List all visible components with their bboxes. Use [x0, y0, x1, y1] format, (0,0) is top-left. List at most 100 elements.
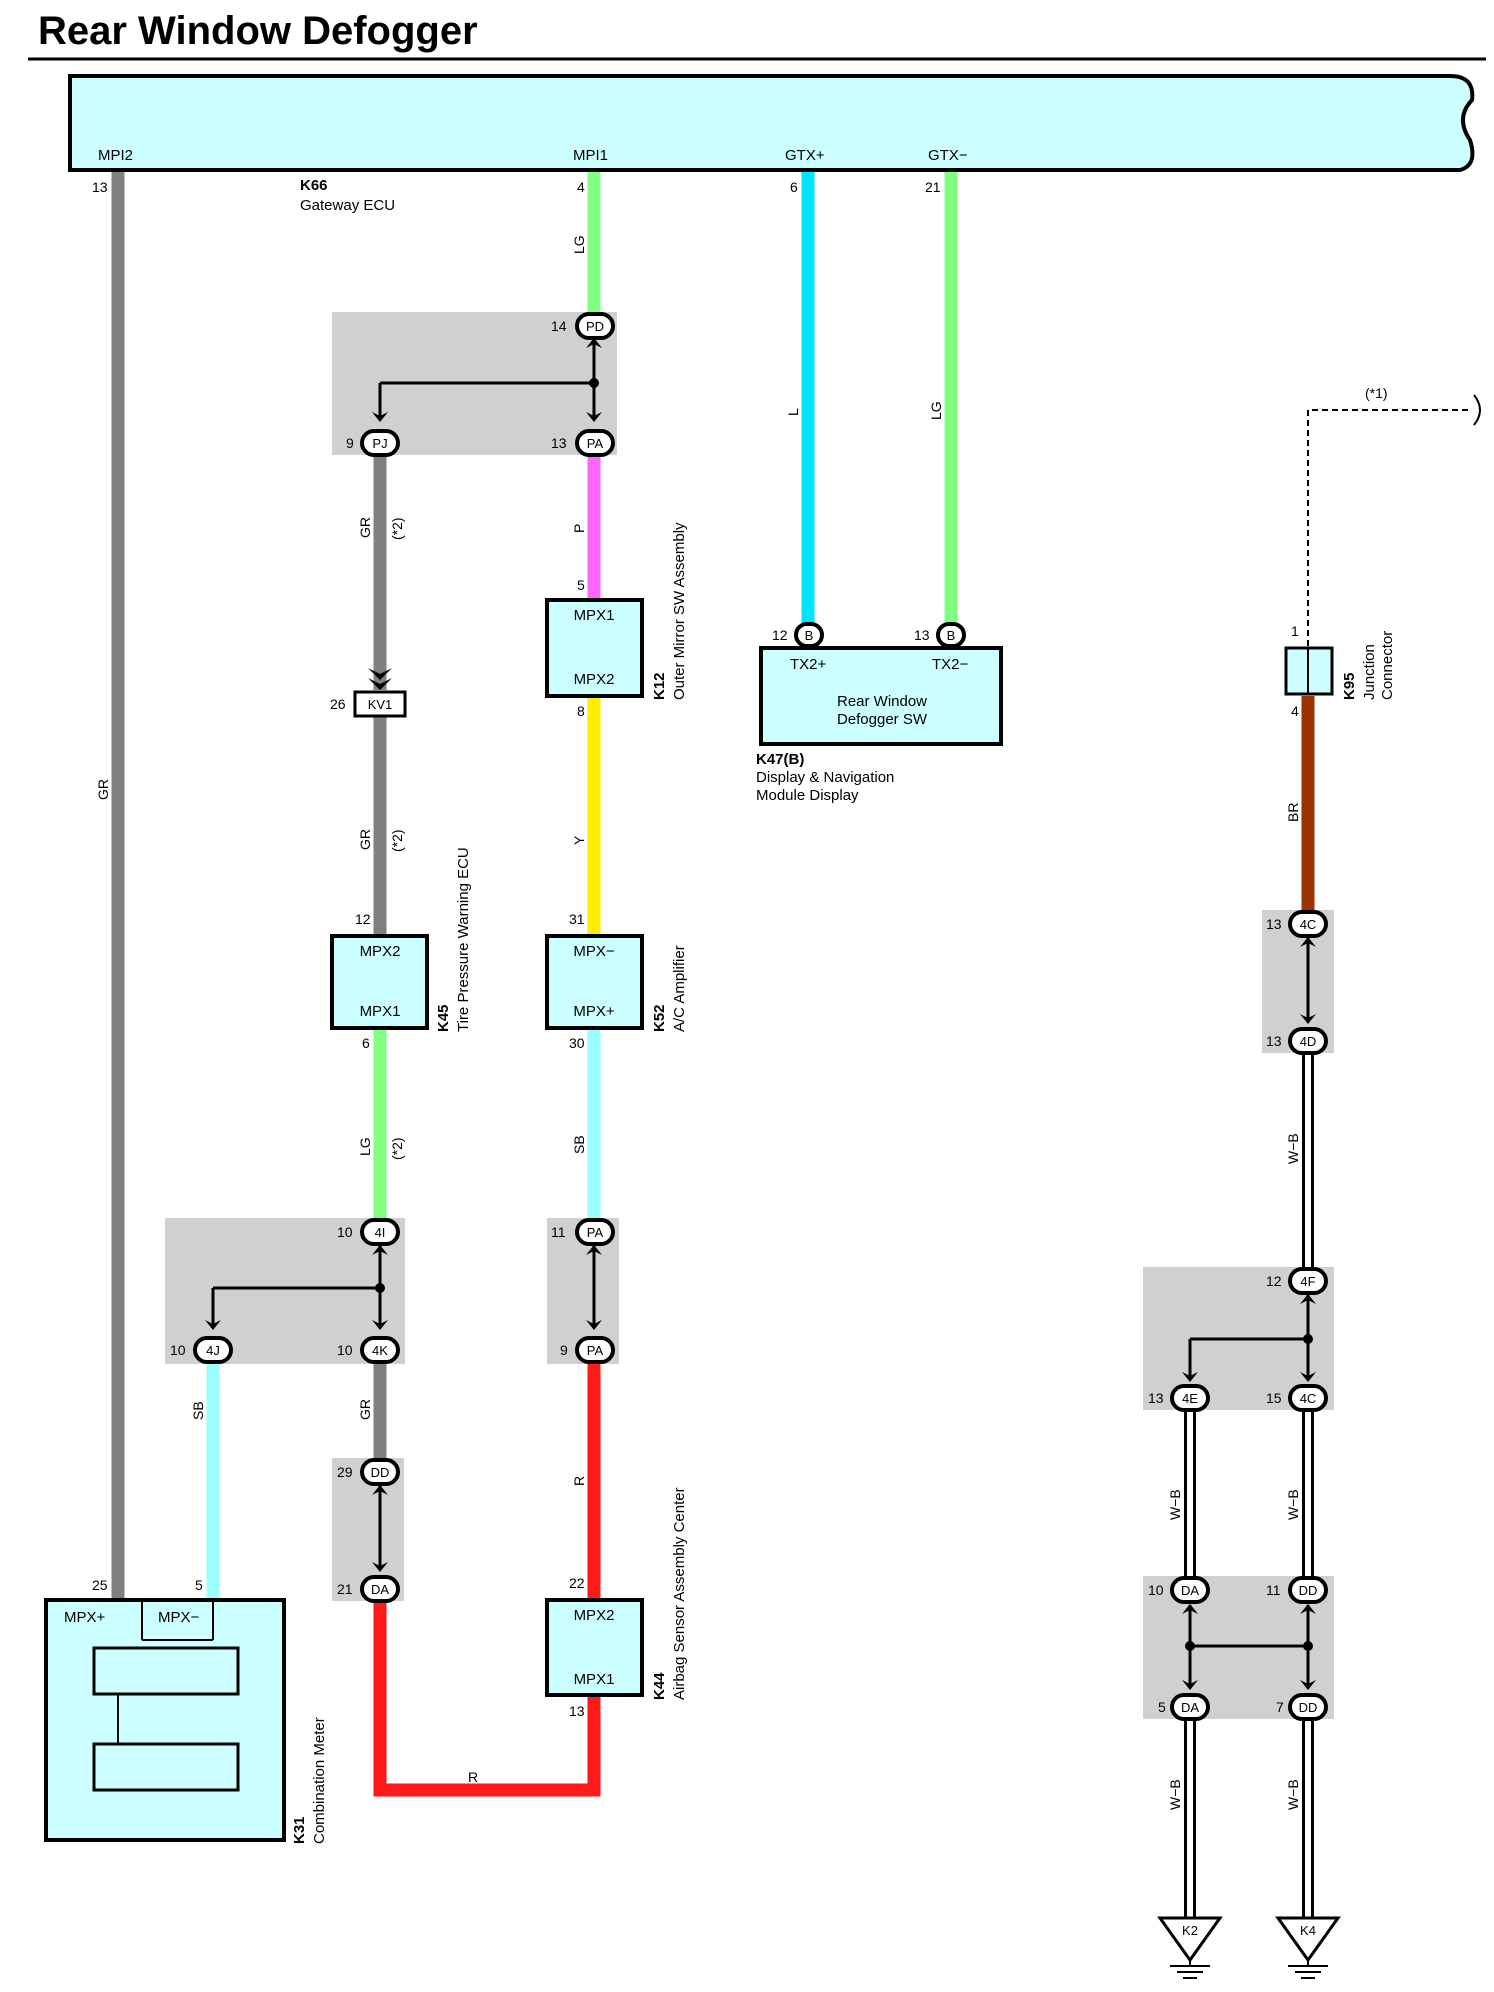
wire-wb-label-3: W−B — [1285, 1489, 1301, 1520]
svg-text:MPX2: MPX2 — [574, 1607, 615, 1624]
wire-note2-b: (*2) — [389, 829, 405, 852]
svg-text:K4: K4 — [1300, 1923, 1316, 1938]
svg-text:PJ: PJ — [372, 436, 387, 451]
k66-name: Gateway ECU — [300, 197, 395, 214]
svg-text:PA: PA — [587, 1225, 604, 1240]
connector-pa13: PA 13 — [551, 429, 615, 457]
k52-name: A/C Amplifier — [671, 945, 688, 1032]
svg-text:TX2+: TX2+ — [790, 656, 827, 673]
svg-text:13: 13 — [1266, 1033, 1282, 1049]
wire-br-label: BR — [1285, 803, 1301, 822]
svg-text:B: B — [805, 628, 814, 643]
svg-text:6: 6 — [362, 1035, 370, 1051]
wire-note2-c: (*2) — [389, 1137, 405, 1160]
gateway-ecu-box — [68, 74, 1475, 172]
svg-text:MPX1: MPX1 — [574, 607, 615, 624]
chevron-icons — [205, 338, 1316, 1690]
svg-text:12: 12 — [1266, 1273, 1282, 1289]
svg-text:4C: 4C — [1300, 1391, 1317, 1406]
wire-sb-k52-label: SB — [571, 1135, 587, 1154]
svg-text:Rear Window: Rear Window — [837, 693, 927, 710]
connector-pa11: PA 11 — [551, 1218, 615, 1246]
svg-text:DD: DD — [1299, 1700, 1318, 1715]
ground-k4: K4 — [1275, 1916, 1341, 1979]
wire-gr-4k-label: GR — [357, 1399, 373, 1420]
svg-text:MPX2: MPX2 — [360, 943, 401, 960]
svg-text:5: 5 — [1158, 1699, 1166, 1715]
k45-tire-pressure-warning-ecu: MPX2 MPX1 12 6 — [330, 911, 429, 1051]
wire-break-mark — [1473, 394, 1481, 426]
k45-code: K45 — [435, 1004, 452, 1032]
svg-text:5: 5 — [195, 1577, 203, 1593]
k12-outer-mirror-sw: MPX1 MPX2 5 8 — [545, 577, 644, 719]
svg-text:10: 10 — [337, 1224, 353, 1240]
k66-pin-gtxm-label: GTX− — [928, 147, 968, 164]
svg-text:4K: 4K — [372, 1343, 388, 1358]
svg-text:MPX1: MPX1 — [574, 1671, 615, 1688]
connector-da10: DA 10 — [1148, 1576, 1210, 1604]
wire-l-label: L — [785, 408, 801, 416]
svg-text:B: B — [947, 628, 956, 643]
svg-text:13: 13 — [1266, 916, 1282, 932]
junction-dot-4f — [1303, 1334, 1313, 1344]
svg-text:30: 30 — [569, 1035, 585, 1051]
svg-text:14: 14 — [551, 318, 567, 334]
svg-text:DD: DD — [1299, 1583, 1318, 1598]
wire-gr-main-label: GR — [95, 779, 111, 800]
connector-pa9: PA 9 — [560, 1336, 615, 1364]
svg-text:MPX+: MPX+ — [64, 1609, 106, 1626]
svg-text:12: 12 — [772, 627, 788, 643]
svg-text:PA: PA — [587, 436, 604, 451]
svg-text:MPX1: MPX1 — [360, 1003, 401, 1020]
svg-text:9: 9 — [346, 435, 354, 451]
wire-y-label: Y — [571, 835, 587, 845]
connector-4c13: 4C 13 — [1266, 910, 1328, 938]
page-title: Rear Window Defogger — [38, 9, 478, 53]
wire-dashed-note1 — [1307, 409, 1470, 646]
junction-dot-da-right — [1303, 1641, 1313, 1651]
k66-pin-21: 21 — [925, 179, 941, 195]
connector-kv1: KV1 26 — [330, 690, 407, 718]
svg-text:Defogger SW: Defogger SW — [837, 711, 928, 728]
svg-text:4E: 4E — [1182, 1391, 1198, 1406]
connector-dd7: DD 7 — [1276, 1693, 1328, 1721]
k66-pin-mpi2-label: MPI2 — [98, 147, 133, 164]
k31-code: K31 — [291, 1816, 308, 1844]
k44-code: K44 — [651, 1672, 668, 1700]
wire-wb-group — [1184, 1053, 1314, 1920]
svg-text:25: 25 — [92, 1577, 108, 1593]
svg-text:MPX−: MPX− — [573, 943, 615, 960]
svg-text:13: 13 — [569, 1703, 585, 1719]
svg-text:29: 29 — [337, 1464, 353, 1480]
wire-wb-label-1: W−B — [1285, 1133, 1301, 1164]
k66-pin-gtxp-label: GTX+ — [785, 147, 825, 164]
svg-text:4F: 4F — [1300, 1274, 1315, 1289]
wire-wb-label-4: W−B — [1167, 1779, 1183, 1810]
k12-name: Outer Mirror SW Assembly — [671, 522, 688, 700]
svg-text:15: 15 — [1266, 1390, 1282, 1406]
svg-text:4D: 4D — [1300, 1034, 1317, 1049]
junction-dot-da-left — [1185, 1641, 1195, 1651]
connector-da5: DA 5 — [1158, 1693, 1210, 1721]
wire-r-bottom — [373, 1601, 601, 1797]
wire-lg-k45-label: LG — [357, 1137, 373, 1156]
svg-text:31: 31 — [569, 911, 585, 927]
wire-r-bottom-label: R — [468, 1769, 478, 1785]
svg-text:13: 13 — [551, 435, 567, 451]
k95-junction-connector: 1 4 — [1284, 623, 1334, 719]
k31-combination-meter: MPX+ MPX− 25 5 — [44, 1577, 286, 1842]
svg-text:MPX+: MPX+ — [573, 1003, 615, 1020]
k44-airbag-sensor-assembly: MPX2 MPX1 22 13 — [545, 1575, 644, 1719]
svg-text:10: 10 — [1148, 1582, 1164, 1598]
wire-wb-label-5: W−B — [1285, 1779, 1301, 1810]
svg-text:22: 22 — [569, 1575, 585, 1591]
connector-dd29: DD 29 — [337, 1458, 400, 1486]
wire-p-label: P — [571, 524, 587, 533]
svg-text:7: 7 — [1276, 1699, 1284, 1715]
svg-text:10: 10 — [170, 1342, 186, 1358]
svg-text:13: 13 — [1148, 1390, 1164, 1406]
k47-name-line2: Module Display — [756, 787, 859, 804]
k31-name: Combination Meter — [311, 1717, 328, 1844]
svg-text:TX2−: TX2− — [932, 656, 969, 673]
